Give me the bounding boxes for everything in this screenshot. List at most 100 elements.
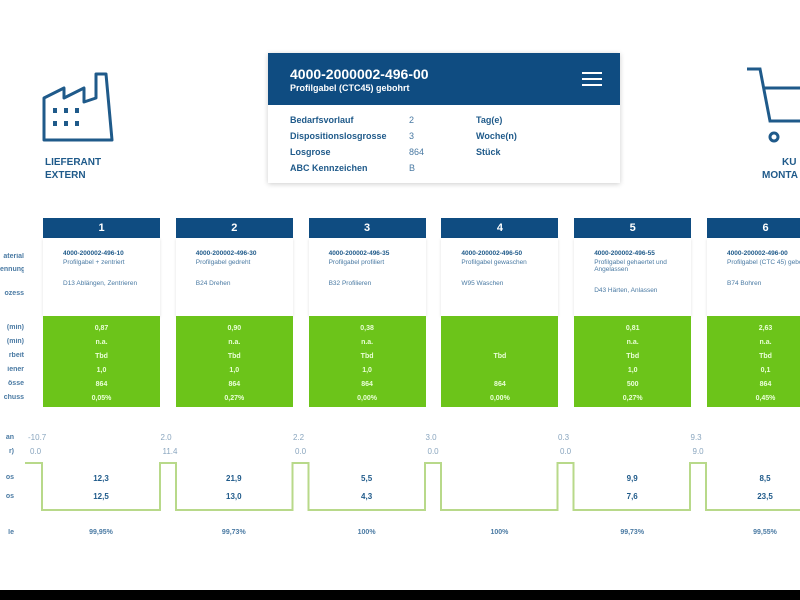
step-value: 0,45% xyxy=(755,395,776,402)
bottom-bar xyxy=(0,590,800,600)
row-label: össe xyxy=(8,380,24,387)
step-number: 6 xyxy=(707,218,800,238)
info-row-value: 2 xyxy=(409,115,415,125)
process-step-card[interactable]: 1 4000-200002-496-10 Profilgabel + zentr… xyxy=(43,218,160,408)
step-name: Profilgabel gehaertet und Angelassen xyxy=(594,259,667,273)
step-value: Tbd xyxy=(95,353,108,360)
step-time-2: 13,0 xyxy=(226,492,242,501)
step-value: Tbd xyxy=(626,353,640,360)
customer-label-line1: KU xyxy=(782,157,797,168)
step-value: n.a. xyxy=(361,339,374,346)
row-label: ennung xyxy=(0,266,24,273)
info-row-label: Losgrose xyxy=(290,147,331,157)
step-yield: 99,73% xyxy=(620,529,645,536)
part-number: 4000-2000002-496-00 xyxy=(290,66,429,82)
step-details: 4000-200002-496-50 Profilgabel gewaschen… xyxy=(441,238,559,316)
row-label: an xyxy=(5,434,14,441)
row-label: ozess xyxy=(4,290,24,297)
step-number: 3 xyxy=(308,218,426,238)
step-part-number: 4000-200002-496-35 xyxy=(328,250,390,257)
step-value: 0,38 xyxy=(360,325,374,332)
step-value: 0,27% xyxy=(622,395,643,402)
buffer-value-1: 2.2 xyxy=(293,433,305,442)
row-label: (min) xyxy=(6,324,24,331)
step-value: 0,05% xyxy=(91,395,112,402)
info-row-label: ABC Kennzeichen xyxy=(290,163,368,173)
step-value: 0,1 xyxy=(760,367,771,374)
step-name: Profilgabel gewaschen xyxy=(461,259,527,266)
info-row-unit: Stück xyxy=(476,147,501,157)
step-value: 2,63 xyxy=(758,325,773,332)
step-name: Profilgabel (CTC 45) gebohrt xyxy=(727,259,800,266)
buffer-value-1: -10.7 xyxy=(28,433,47,442)
step-process: W95 Waschen xyxy=(461,280,504,287)
process-step-card[interactable]: 3 4000-200002-496-35 Profilgabel profili… xyxy=(308,218,426,408)
step-yield: 99,55% xyxy=(753,529,777,536)
step-value: 1,0 xyxy=(627,367,638,374)
step-yield: 99,95% xyxy=(89,529,113,536)
buffer-value-1: 3.0 xyxy=(425,433,437,442)
step-details: 4000-200002-496-10 Profilgabel + zentrie… xyxy=(43,238,160,316)
buffer-value-2: 0.0 xyxy=(295,447,307,456)
step-name: Profilgabel profiliert xyxy=(328,259,385,266)
hamburger-menu-icon[interactable] xyxy=(582,72,602,86)
info-row-unit: Woche(n) xyxy=(476,131,517,141)
step-details: 4000-200002-496-55 Profilgabel gehaertet… xyxy=(574,238,692,316)
step-value: 0,27% xyxy=(224,395,245,402)
supplier-label-line1: LIEFERANT xyxy=(45,157,102,168)
info-row-label: Bedarfsvorlauf xyxy=(290,115,354,125)
step-number: 1 xyxy=(43,218,160,238)
row-label: os xyxy=(5,493,14,500)
row-label: chuss xyxy=(3,394,24,401)
step-time-1: 9,9 xyxy=(626,474,638,483)
row-label: os xyxy=(5,474,14,481)
buffer-value-2: 0.0 xyxy=(560,447,572,456)
step-process: B24 Drehen xyxy=(195,280,231,287)
factory-icon xyxy=(42,72,114,142)
buffer-value-1: 0.3 xyxy=(558,433,570,442)
step-value: 0,90 xyxy=(227,325,242,332)
step-value: 1,0 xyxy=(229,367,240,374)
step-part-number: 4000-200002-496-10 xyxy=(63,250,124,257)
buffer-value-1: 9.3 xyxy=(690,433,702,442)
step-part-number: 4000-200002-496-00 xyxy=(727,250,788,257)
step-part-number: 4000-200002-496-30 xyxy=(195,250,257,257)
step-number: 5 xyxy=(574,218,692,238)
step-process: B74 Bohren xyxy=(727,280,762,287)
buffer-value-2: 9.0 xyxy=(692,447,704,456)
step-value: 864 xyxy=(228,381,241,388)
step-value: Tbd xyxy=(360,353,374,360)
step-part-number: 4000-200002-496-50 xyxy=(461,250,523,257)
info-row-value: 3 xyxy=(409,131,415,141)
step-number: 4 xyxy=(441,218,559,238)
step-time-1: 8,5 xyxy=(759,474,771,483)
step-line xyxy=(25,462,800,511)
shopping-cart-icon xyxy=(747,67,800,143)
process-step-card[interactable]: 4 4000-200002-496-50 Profilgabel gewasch… xyxy=(441,218,559,408)
row-label: rbeit xyxy=(8,352,24,359)
process-step-card[interactable]: 2 4000-200002-496-30 Profilgabel gedreht… xyxy=(175,218,293,408)
info-row-label: Dispositionslosgrosse xyxy=(290,131,387,141)
step-value: 0,87 xyxy=(94,325,109,332)
step-value: Tbd xyxy=(227,353,241,360)
step-time-2: 23,5 xyxy=(757,492,773,501)
step-value: n.a. xyxy=(759,339,772,346)
row-label: r) xyxy=(8,448,14,455)
step-process: D13 Ablängen, Zentrieren xyxy=(63,280,138,287)
step-value: Tbd xyxy=(759,353,772,360)
process-step-card[interactable]: 5 4000-200002-496-55 Profilgabel gehaert… xyxy=(574,218,692,408)
part-info-panel: 4000-2000002-496-00 Profilgabel (CTC45) … xyxy=(268,53,620,183)
step-details: 4000-200002-496-30 Profilgabel gedreht B… xyxy=(175,238,293,316)
process-step-card[interactable]: 6 4000-200002-496-00 Profilgabel (CTC 45… xyxy=(707,218,800,408)
step-details: 4000-200002-496-00 Profilgabel (CTC 45) … xyxy=(707,238,800,316)
step-value: 864 xyxy=(494,381,506,388)
step-value: 864 xyxy=(361,381,373,388)
step-value: 500 xyxy=(626,381,639,388)
